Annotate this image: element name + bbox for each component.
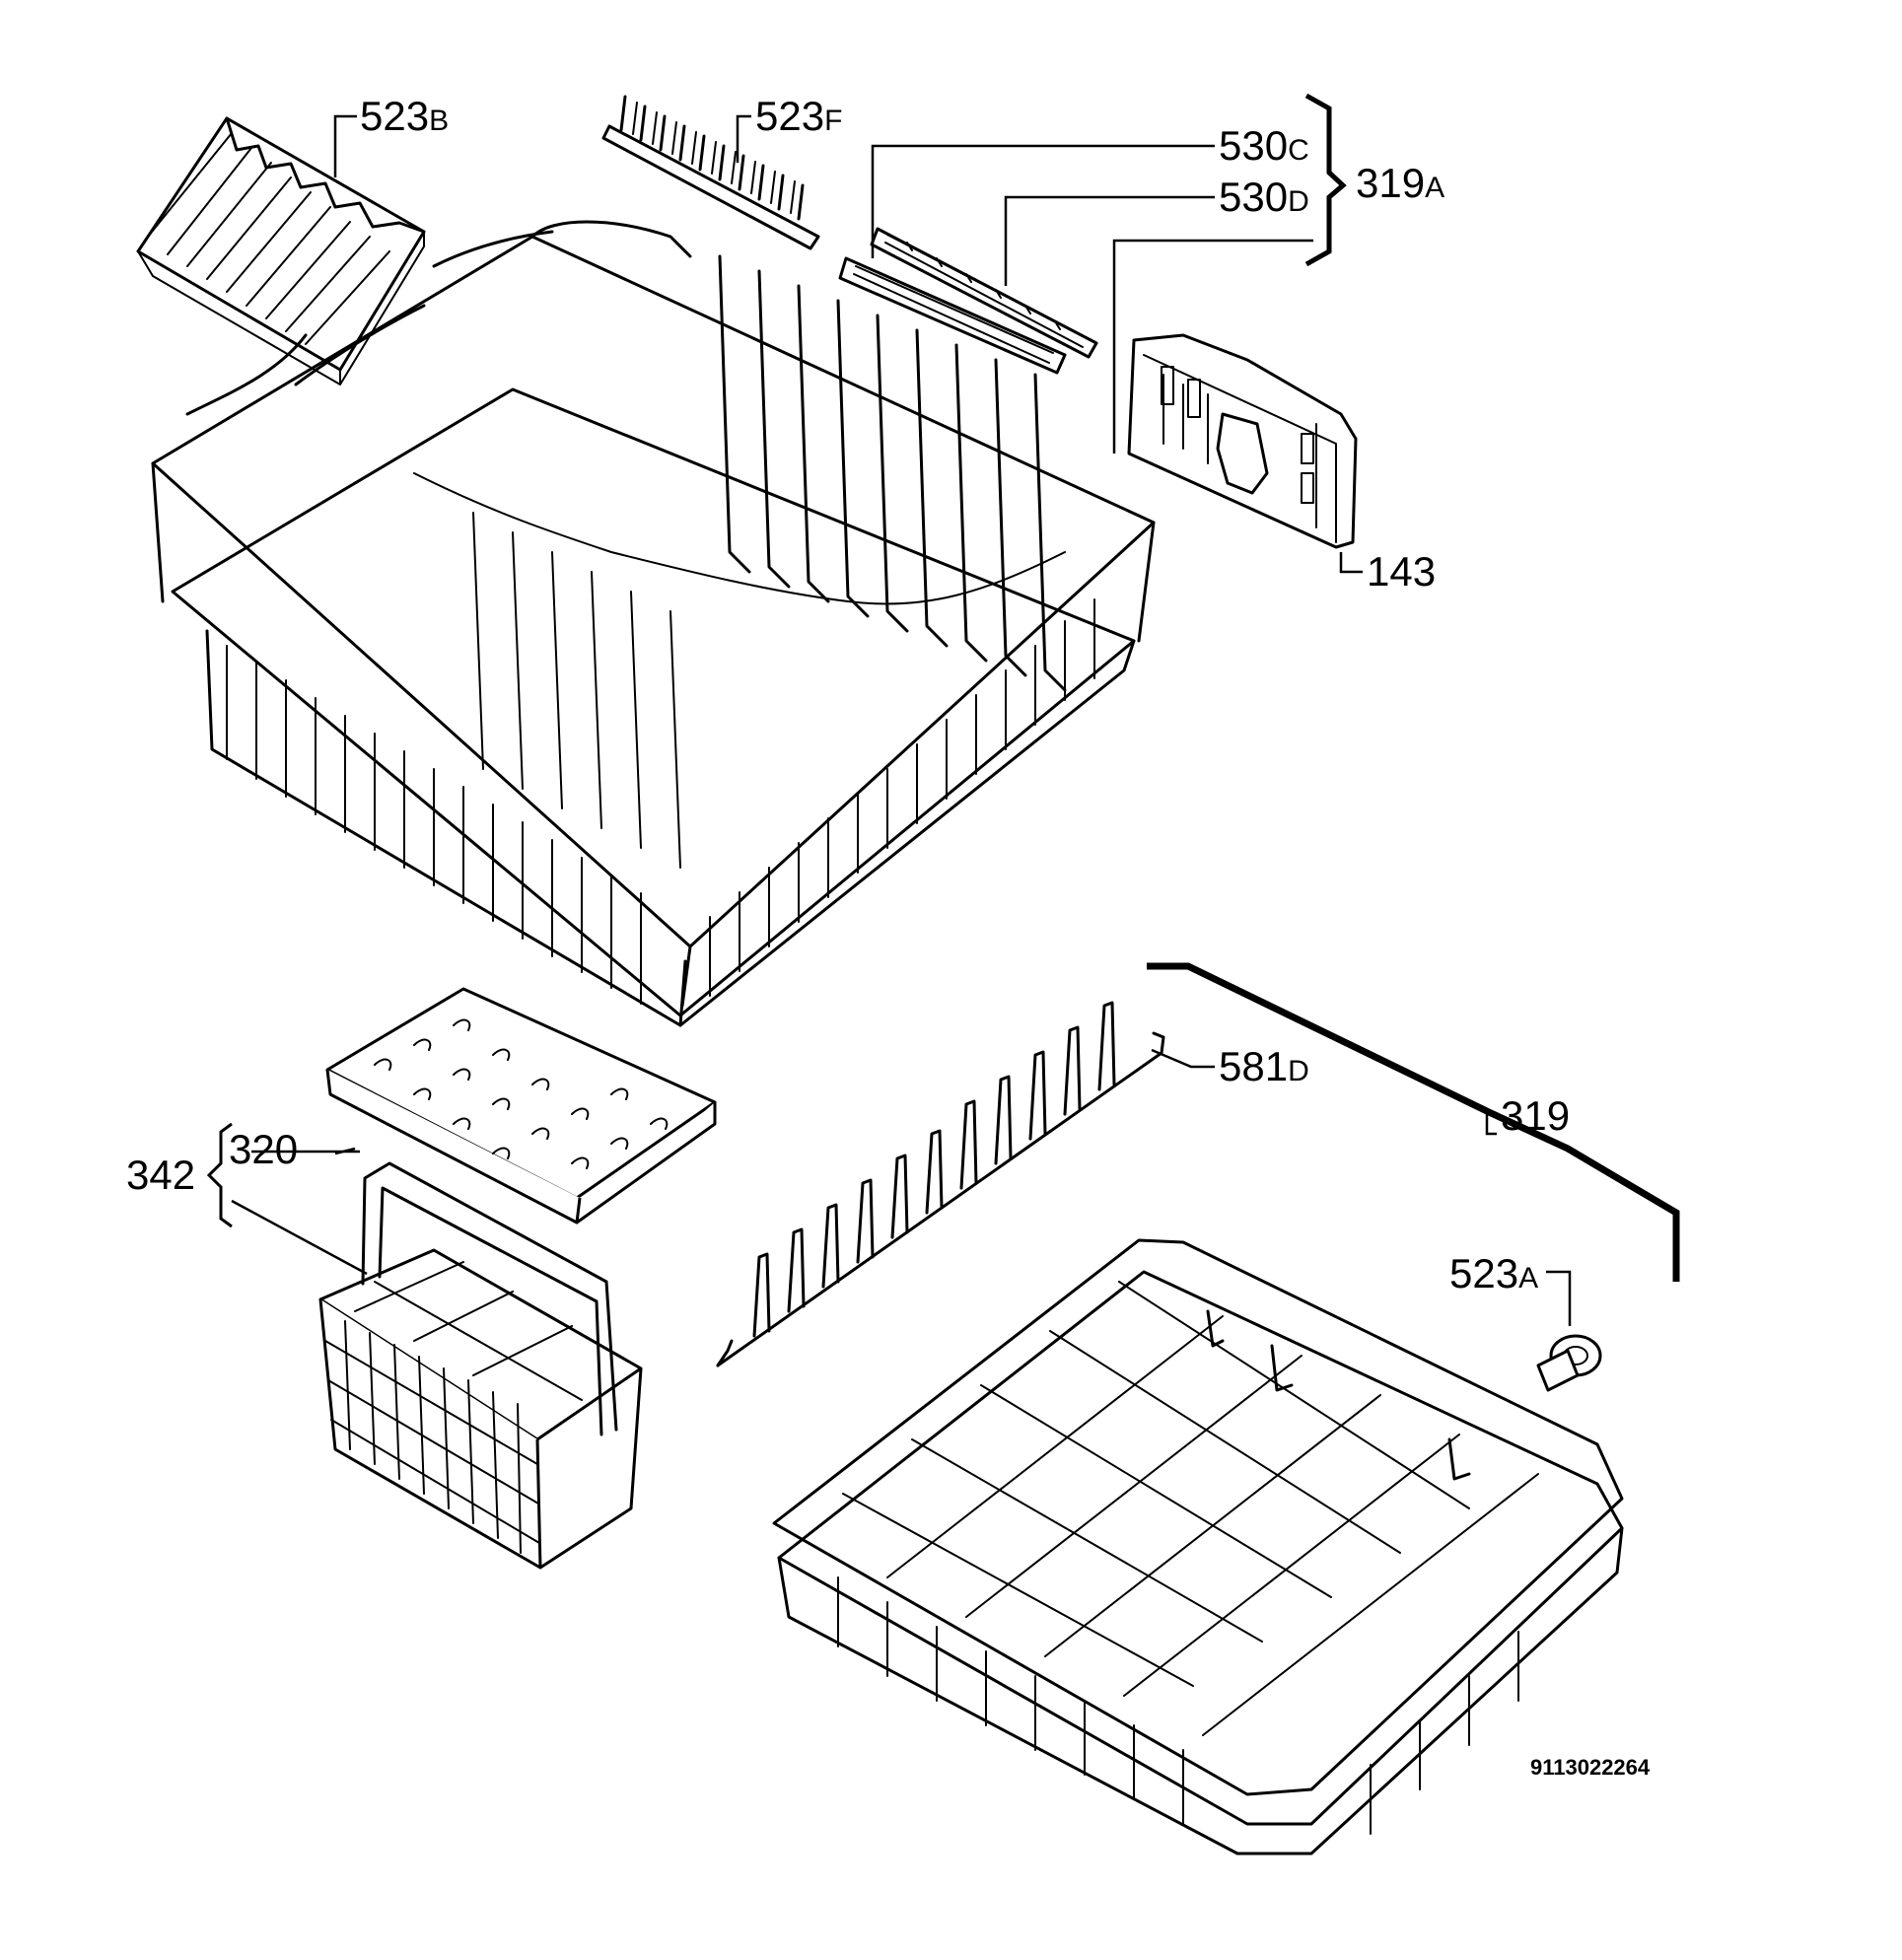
callout-319: 319 — [1501, 1092, 1570, 1139]
folding-tines-581d-icon — [716, 1001, 1165, 1367]
callout-523f: 523F — [755, 93, 842, 139]
cutlery-grid-320-icon — [325, 987, 717, 1225]
callout-342: 342 — [126, 1152, 195, 1198]
lower-basket-319-icon — [772, 1238, 1624, 1855]
rail-530c-icon — [838, 256, 1067, 375]
cutlery-basket-342-icon — [318, 1161, 643, 1570]
callout-523a: 523A — [1449, 1250, 1538, 1296]
brace-319a — [1304, 93, 1347, 267]
document-number: 9113022264 — [1530, 1755, 1651, 1780]
cup-rack-523b-icon — [136, 116, 426, 385]
callout-581d: 581D — [1219, 1043, 1309, 1089]
bracket-319-line — [1147, 962, 1680, 1282]
callout-530c: 530C — [1219, 122, 1309, 169]
upper-basket-icon — [151, 220, 1156, 1027]
wheel-523a-icon — [1536, 1334, 1602, 1392]
leader-lines — [231, 114, 1572, 1326]
callout-320: 320 — [229, 1126, 298, 1172]
adjuster-bracket-143-icon — [1127, 333, 1358, 549]
brace-342 — [206, 1122, 233, 1228]
callout-523b: 523B — [360, 93, 449, 139]
callout-319a: 319A — [1356, 160, 1444, 206]
tine-strip-523f-icon — [601, 95, 820, 250]
callout-530d: 530D — [1219, 174, 1309, 220]
bracket-319-leader — [1485, 1112, 1497, 1136]
callout-143: 143 — [1367, 548, 1436, 595]
